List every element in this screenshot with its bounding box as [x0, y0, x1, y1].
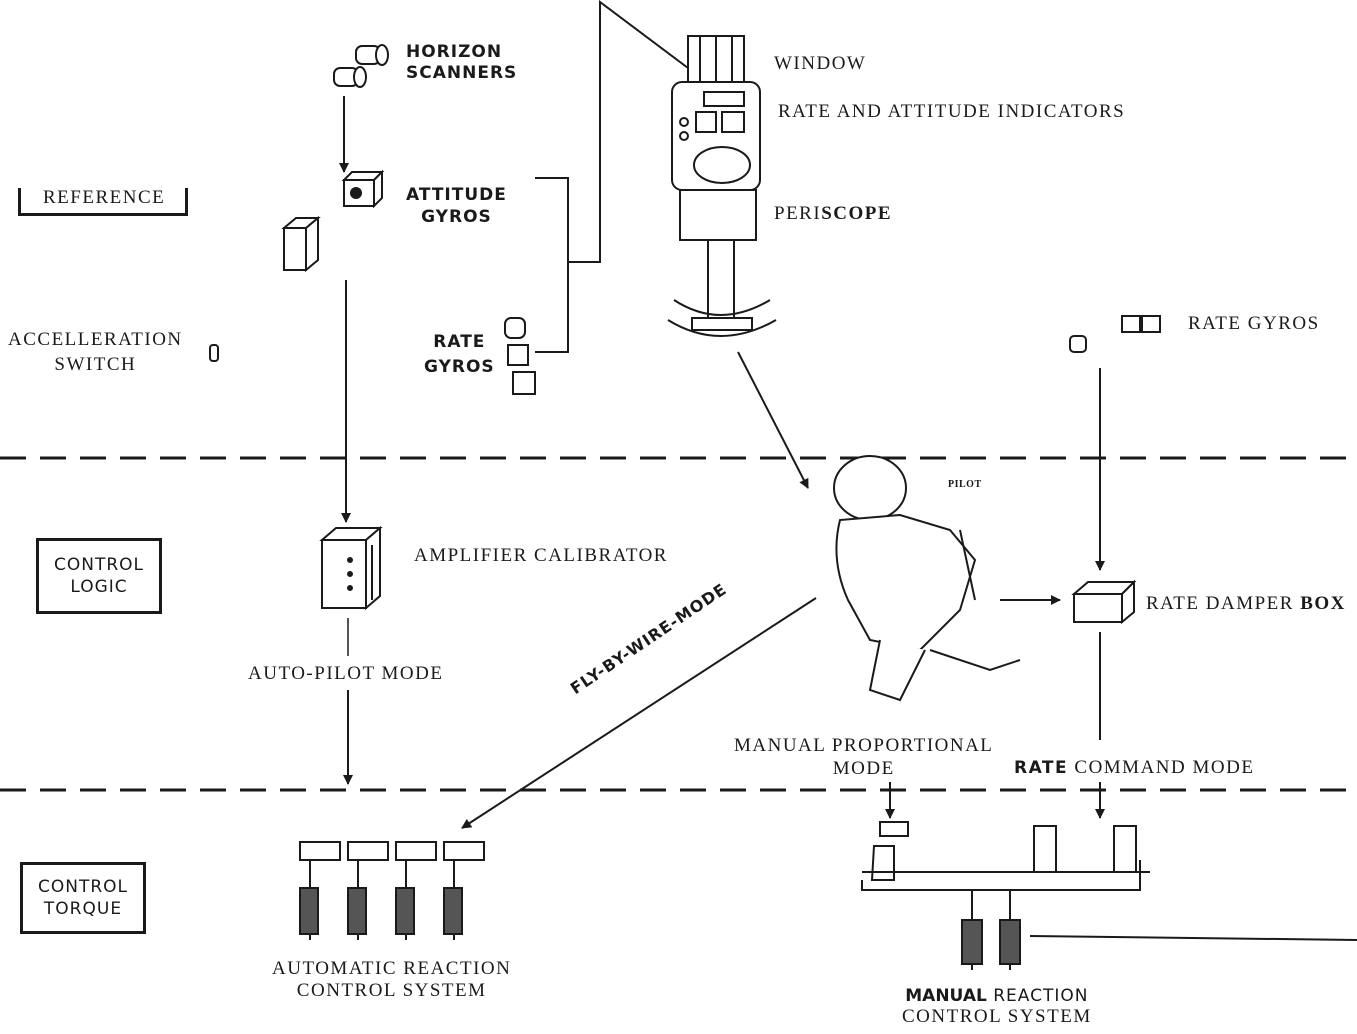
label-rate-damper-box: RATE DAMPER BOX [1146, 594, 1346, 613]
automatic-reaction-line2: CONTROL SYSTEM [272, 980, 511, 1002]
horizon-scanners-line1: HORIZON [406, 42, 517, 63]
pilot-figure [834, 456, 1020, 700]
acceleration-switch-line1: ACCELLERATION [8, 328, 183, 353]
manual-proportional-line2: MODE [734, 758, 993, 781]
section-reference: REFERENCE [18, 188, 188, 216]
label-rate-gyros-right: RATE GYROS [1188, 314, 1320, 333]
periscope-text-a: PERI [774, 203, 821, 224]
control-torque-line2: TORQUE [44, 898, 122, 920]
horizon-scanners-line2: SCANNERS [406, 63, 517, 84]
label-auto-pilot-mode: AUTO-PILOT MODE [248, 664, 443, 683]
horizon-scanners-icon [334, 45, 388, 87]
attitude-gyros-line2: GYROS [406, 206, 507, 228]
label-manual-reaction-control: MANUAL REACTION CONTROL SYSTEM [902, 986, 1092, 1029]
automatic-reaction-line1: AUTOMATIC REACTION [272, 958, 511, 980]
label-automatic-reaction-control: AUTOMATIC REACTION CONTROL SYSTEM [272, 958, 511, 1002]
gyro-bracket [535, 178, 568, 352]
manual-reaction-text-a: MANUAL [905, 986, 987, 1006]
manual-proportional-line1: MANUAL PROPORTIONAL [734, 735, 993, 758]
section-reference-text: REFERENCE [18, 188, 188, 216]
attitude-gyros-line1: ATTITUDE [406, 184, 507, 206]
arrow-periscope-to-pilot [738, 352, 808, 488]
rate-damper-box-icon [1074, 582, 1134, 622]
instrument-console-icon [668, 36, 776, 336]
rate-gyros-left-line2: GYROS [424, 355, 495, 380]
reference-box-icon [284, 218, 318, 270]
section-control-logic: CONTROL LOGIC [36, 538, 162, 614]
rate-damper-text-b: BOX [1300, 593, 1346, 614]
control-torque-line1: CONTROL [38, 876, 128, 898]
rate-command-text-b: COMMAND MODE [1068, 757, 1254, 778]
acceleration-switch-icon [210, 345, 218, 361]
section-control-torque: CONTROL TORQUE [20, 862, 146, 934]
rate-command-text-a: RATE [1014, 758, 1068, 778]
manual-reaction-line1: MANUAL REACTION [902, 986, 1092, 1006]
automatic-thrusters-icon [300, 842, 484, 940]
label-manual-proportional-mode: MANUAL PROPORTIONAL MODE [734, 735, 993, 781]
label-attitude-gyros: ATTITUDE GYROS [406, 184, 507, 228]
label-window: WINDOW [774, 54, 866, 73]
label-acceleration-switch: ACCELLERATION SWITCH [8, 328, 183, 377]
label-horizon-scanners: HORIZON SCANNERS [406, 42, 517, 85]
control-logic-line1: CONTROL [54, 554, 144, 576]
manual-reaction-text-b: REACTION [987, 986, 1089, 1006]
periscope-text-b: SCOPE [821, 203, 892, 224]
label-rate-attitude-indicators: RATE AND ATTITUDE INDICATORS [778, 102, 1125, 121]
rate-damper-text-a: RATE DAMPER [1146, 593, 1300, 614]
rate-gyros-right-icon [1070, 316, 1160, 352]
label-pilot: PILOT [948, 480, 982, 490]
manual-plumbing-icon [862, 822, 1357, 970]
amplifier-calibrator-icon [322, 528, 380, 608]
label-rate-gyros-left: RATE GYROS [424, 330, 495, 379]
control-logic-line2: LOGIC [70, 576, 127, 598]
label-amplifier-calibrator: AMPLIFIER CALIBRATOR [414, 546, 668, 565]
label-periscope: PERISCOPE [774, 204, 892, 223]
attitude-gyros-icon [344, 172, 382, 206]
acceleration-switch-line2: SWITCH [8, 353, 183, 378]
label-rate-command-mode: RATE COMMAND MODE [1014, 758, 1254, 777]
manual-reaction-line2: CONTROL SYSTEM [902, 1006, 1092, 1029]
rate-gyros-left-line1: RATE [424, 330, 495, 355]
rate-gyros-left-icon [505, 318, 535, 394]
